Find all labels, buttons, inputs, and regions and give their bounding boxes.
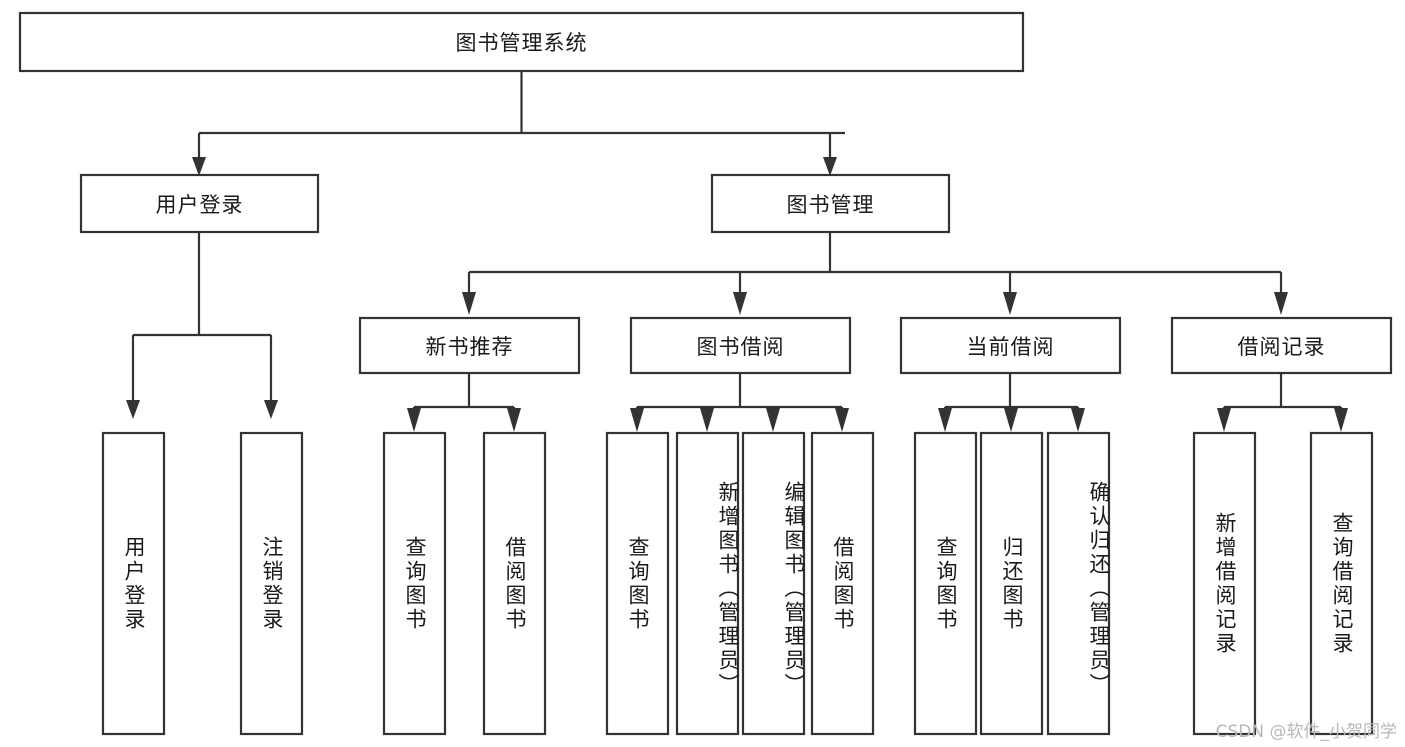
node-leaf-confirm-return[interactable] (1046, 431, 1111, 736)
arrow-head-leaf-query-book-2 (630, 408, 644, 432)
node-leaf-query-book-1[interactable] (382, 431, 447, 736)
node-borrow-record[interactable] (1170, 316, 1393, 375)
node-leaf-logout[interactable] (239, 431, 304, 736)
arrow-head-leaf-borrow-book-2 (835, 408, 849, 432)
node-leaf-add-book[interactable] (675, 431, 740, 736)
arrow-head-leaf-confirm-return (1071, 408, 1085, 432)
node-leaf-borrow-book-2[interactable] (810, 431, 875, 736)
connector-layer (126, 71, 1348, 432)
arrow-head-book-borrow (733, 292, 747, 315)
arrow-head-leaf-add-record (1217, 408, 1231, 432)
arrow-head-new-book-recommend (462, 292, 476, 315)
node-book-borrow[interactable] (629, 316, 852, 375)
node-leaf-borrow-book-1[interactable] (482, 431, 547, 736)
arrow-head-leaf-logout (264, 400, 278, 419)
csdn-watermark: CSDN @软件_小贺同学 (1215, 722, 1397, 742)
arrow-head-user-login (192, 157, 206, 176)
node-current-borrow[interactable] (899, 316, 1122, 375)
arrow-head-leaf-add-book (700, 408, 714, 432)
node-leaf-query-book-2[interactable] (605, 431, 670, 736)
node-leaf-user-login[interactable] (101, 431, 166, 736)
arrow-head-current-borrow (1003, 292, 1017, 315)
node-leaf-add-record[interactable] (1192, 431, 1257, 736)
arrow-head-leaf-query-book-1 (407, 408, 421, 432)
arrow-head-leaf-edit-book (766, 408, 780, 432)
node-leaf-edit-book[interactable] (741, 431, 806, 736)
node-root[interactable] (18, 11, 1025, 73)
node-new-book-recommend[interactable] (358, 316, 581, 375)
node-leaf-query-record[interactable] (1309, 431, 1374, 736)
arrow-head-borrow-record (1274, 292, 1288, 315)
node-leaf-query-book-3[interactable] (913, 431, 978, 736)
node-leaf-return-book[interactable] (979, 431, 1044, 736)
arrow-head-book-management (823, 157, 837, 176)
arrow-head-leaf-return-book (1004, 408, 1018, 432)
arrow-head-leaf-query-book-3 (938, 408, 952, 432)
arrow-head-leaf-borrow-book-1 (507, 408, 521, 432)
arrow-head-leaf-user-login (126, 400, 140, 419)
arrow-head-leaf-query-record (1334, 408, 1348, 432)
node-user-login[interactable] (79, 173, 320, 234)
node-book-management[interactable] (710, 173, 951, 234)
node-layer (18, 11, 1393, 736)
